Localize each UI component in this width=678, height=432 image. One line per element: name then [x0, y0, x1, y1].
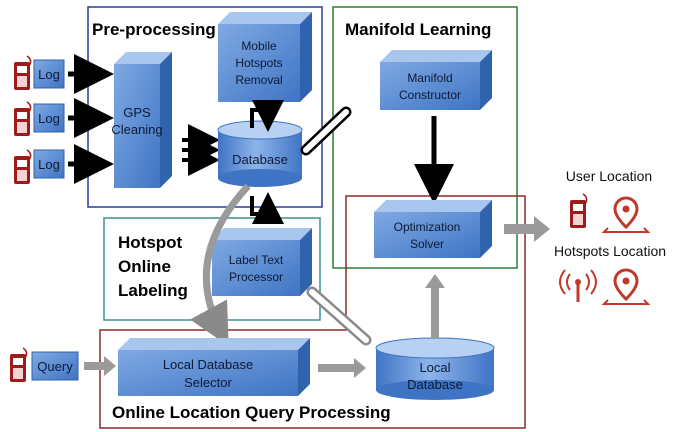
database-loop-arrow: [250, 100, 284, 132]
online-title: Online Location Query Processing: [112, 403, 391, 422]
manifold-constructor-label-1: Manifold: [407, 71, 452, 85]
local-database-selector-box: Local Database Selector: [118, 338, 310, 396]
query-label: Query: [37, 359, 73, 374]
local-database-cylinder: Local Database: [375, 337, 495, 400]
mhr-label-3: Removal: [235, 73, 282, 87]
phone-icon: [14, 55, 32, 90]
antenna-icon: [559, 269, 597, 302]
log-label: Log: [38, 157, 60, 172]
database-label-loop-arrow: [250, 192, 284, 224]
label-text-processor-label-1: Label Text: [229, 253, 284, 267]
selector-to-localdb-arrow: [318, 358, 366, 378]
optimization-solver-label-2: Solver: [410, 237, 444, 251]
local-database-label-1: Local: [419, 360, 450, 375]
db-to-manifold-arrow: [300, 106, 352, 156]
hotspot-title-line2: Online: [118, 257, 171, 276]
local-database-label-2: Database: [407, 377, 463, 392]
mhr-label-1: Mobile: [241, 39, 277, 53]
localdb-to-optimization-arrow: [425, 274, 445, 338]
phone-icon: [10, 347, 28, 382]
mhr-label-2: Hotspots: [235, 56, 282, 70]
mobile-hotspots-removal-box: Mobile Hotspots Removal: [218, 12, 312, 102]
db-to-selector-arrow: [190, 183, 251, 347]
solver-output-arrow: [504, 216, 550, 242]
local-database-selector-label-1: Local Database: [163, 357, 253, 372]
gps-cleaning-box: GPS Cleaning: [111, 52, 172, 188]
manifold-region: [332, 6, 518, 269]
database-cylinder: Database: [217, 120, 303, 187]
label-text-processor-label-2: Processor: [229, 270, 283, 284]
location-pin-icon: [601, 268, 651, 305]
phone-icon: [14, 101, 32, 136]
query-arrow: [84, 356, 116, 376]
manifold-title: Manifold Learning: [345, 20, 491, 39]
optimization-solver-box: Optimization Solver: [374, 200, 492, 258]
hotspots-location-label: Hotspots Location: [554, 243, 666, 259]
preprocessing-title: Pre-processing: [92, 20, 216, 39]
database-label: Database: [232, 152, 288, 167]
processor-to-localdb-arrow: [306, 286, 372, 346]
manifold-constructor-box: Manifold Constructor: [380, 50, 492, 110]
log-input-1: Log: [14, 55, 65, 90]
log-input-2: Log: [14, 101, 65, 136]
optimization-solver-label-1: Optimization: [394, 220, 461, 234]
log-label: Log: [38, 111, 60, 126]
phone-icon: [14, 149, 32, 184]
log-input-3: Log: [14, 149, 65, 184]
gps-cleaning-label-2: Cleaning: [111, 122, 162, 137]
hotspot-title-line3: Labeling: [118, 281, 188, 300]
label-text-processor-box: Label Text Processor: [212, 228, 312, 296]
log-label: Log: [38, 67, 60, 82]
online-region: [99, 195, 526, 429]
query-input: Query: [10, 347, 79, 382]
location-pin-icon: [601, 196, 651, 233]
hotspot-title-line1: Hotspot: [118, 233, 183, 252]
manifold-constructor-label-2: Constructor: [399, 88, 461, 102]
phone-icon: [570, 193, 588, 228]
user-location-label: User Location: [566, 168, 652, 184]
gps-cleaning-label-1: GPS: [123, 105, 151, 120]
local-database-selector-label-2: Selector: [184, 375, 232, 390]
